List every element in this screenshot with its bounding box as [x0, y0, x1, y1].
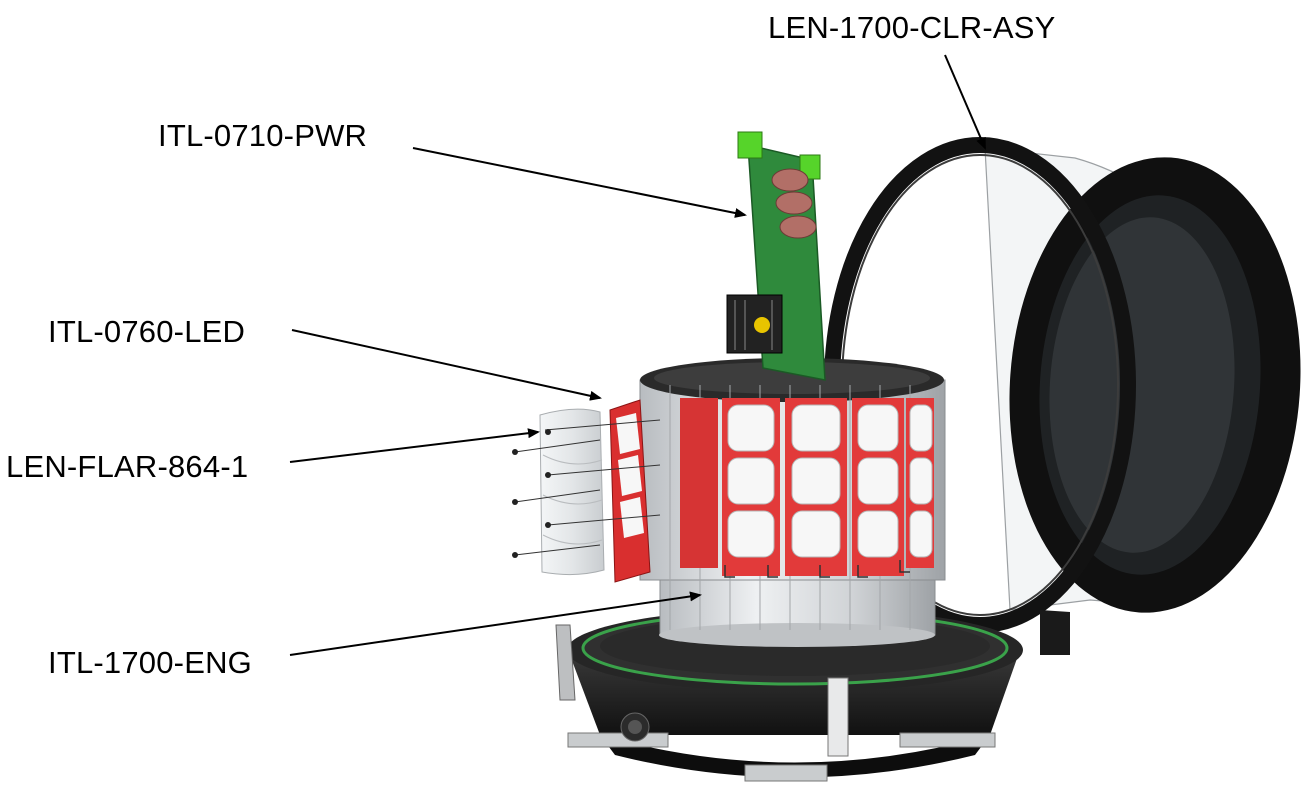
- label-len-flar-864-1: LEN-FLAR-864-1: [6, 449, 249, 484]
- label-itl-0710-pwr: ITL-0710-PWR: [158, 118, 368, 153]
- arrow-flar: [289, 428, 540, 463]
- leader-arrows: [289, 54, 986, 656]
- arrow-pwr: [412, 147, 747, 218]
- led-engine: [639, 358, 946, 647]
- arrow-led: [291, 329, 602, 401]
- arrow-clr: [944, 54, 986, 150]
- arrow-eng: [289, 591, 702, 656]
- clear-lens-cover: [824, 137, 1301, 655]
- label-itl-0760-led: ITL-0760-LED: [48, 314, 246, 349]
- label-itl-1700-eng: ITL-1700-ENG: [48, 645, 252, 680]
- base-housing: [555, 608, 1023, 782]
- label-len-1700-clr-asy: LEN-1700-CLR-ASY: [768, 10, 1056, 45]
- led-strip-board: [609, 399, 651, 583]
- power-board: [726, 131, 826, 381]
- flat-lens: [512, 408, 661, 576]
